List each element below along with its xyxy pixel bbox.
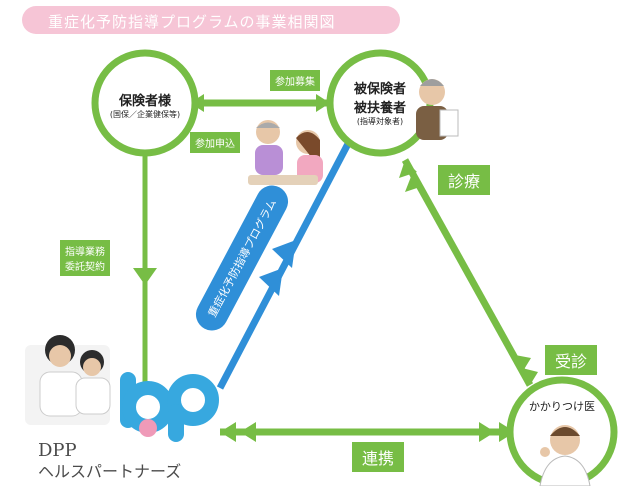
insured-label: 被保険者 被扶養者 (指導対象者) [338, 78, 422, 127]
contract-line-1: 指導業務 [65, 247, 105, 258]
arrow-left-dpp-2 [240, 422, 256, 442]
arrow-down-dpp [133, 268, 157, 285]
arrow-right-insured [316, 94, 330, 112]
program-arrow-head-1 [272, 240, 296, 268]
treatment-tag: 診療 [438, 165, 491, 195]
doctor-name: かかりつけ医 [528, 400, 596, 413]
insured-name-1: 被保険者 [353, 82, 406, 97]
insurer-label: 保険者様 (国保／企業健保等) [105, 90, 185, 120]
arrow-down-doctor [522, 368, 538, 385]
dpp-logo-mark [120, 372, 219, 442]
arrow-up-insured-2 [405, 174, 423, 192]
diagram-title: 重症化予防指導プログラムの事業相関図 [48, 13, 336, 31]
doctor-illustration [539, 425, 591, 486]
arrow-down-doctor-2 [515, 355, 531, 371]
cooperation-tag: 連携 [352, 442, 405, 472]
insured-name-2: 被扶養者 [353, 101, 406, 116]
program-arrow-line [216, 138, 354, 390]
title-banner [22, 6, 400, 34]
doctor-label: かかりつけ医 [515, 398, 609, 414]
contract-tag: 指導業務 委託契約 [60, 240, 110, 276]
insured-sub: (指導対象者) [356, 117, 404, 126]
recruit-tag: 参加募集 [270, 70, 320, 91]
arrow-up-insured [399, 160, 417, 178]
visit-tag: 受診 [545, 345, 598, 375]
insurer-name: 保険者様 [118, 94, 171, 109]
arrow-right-doctor-2 [479, 422, 495, 442]
dpp-subname: ヘルスパートナーズ [38, 462, 182, 481]
insured-doctor-line [401, 158, 534, 387]
program-banner [195, 185, 289, 331]
operators-illustration [25, 335, 111, 425]
apply-tag: 参加申込 [190, 132, 240, 153]
couple-illustration [248, 120, 323, 185]
elderly-man-illustration [416, 79, 459, 140]
contract-line-2: 委託契約 [65, 262, 105, 273]
program-arrow-head-2 [259, 268, 283, 296]
insurer-circle [91, 49, 199, 157]
program-arrow [195, 138, 354, 390]
insurer-sub: (国保／企業健保等) [109, 110, 181, 119]
arrow-left-dpp [220, 422, 236, 442]
dpp-name: DPP [38, 440, 77, 461]
